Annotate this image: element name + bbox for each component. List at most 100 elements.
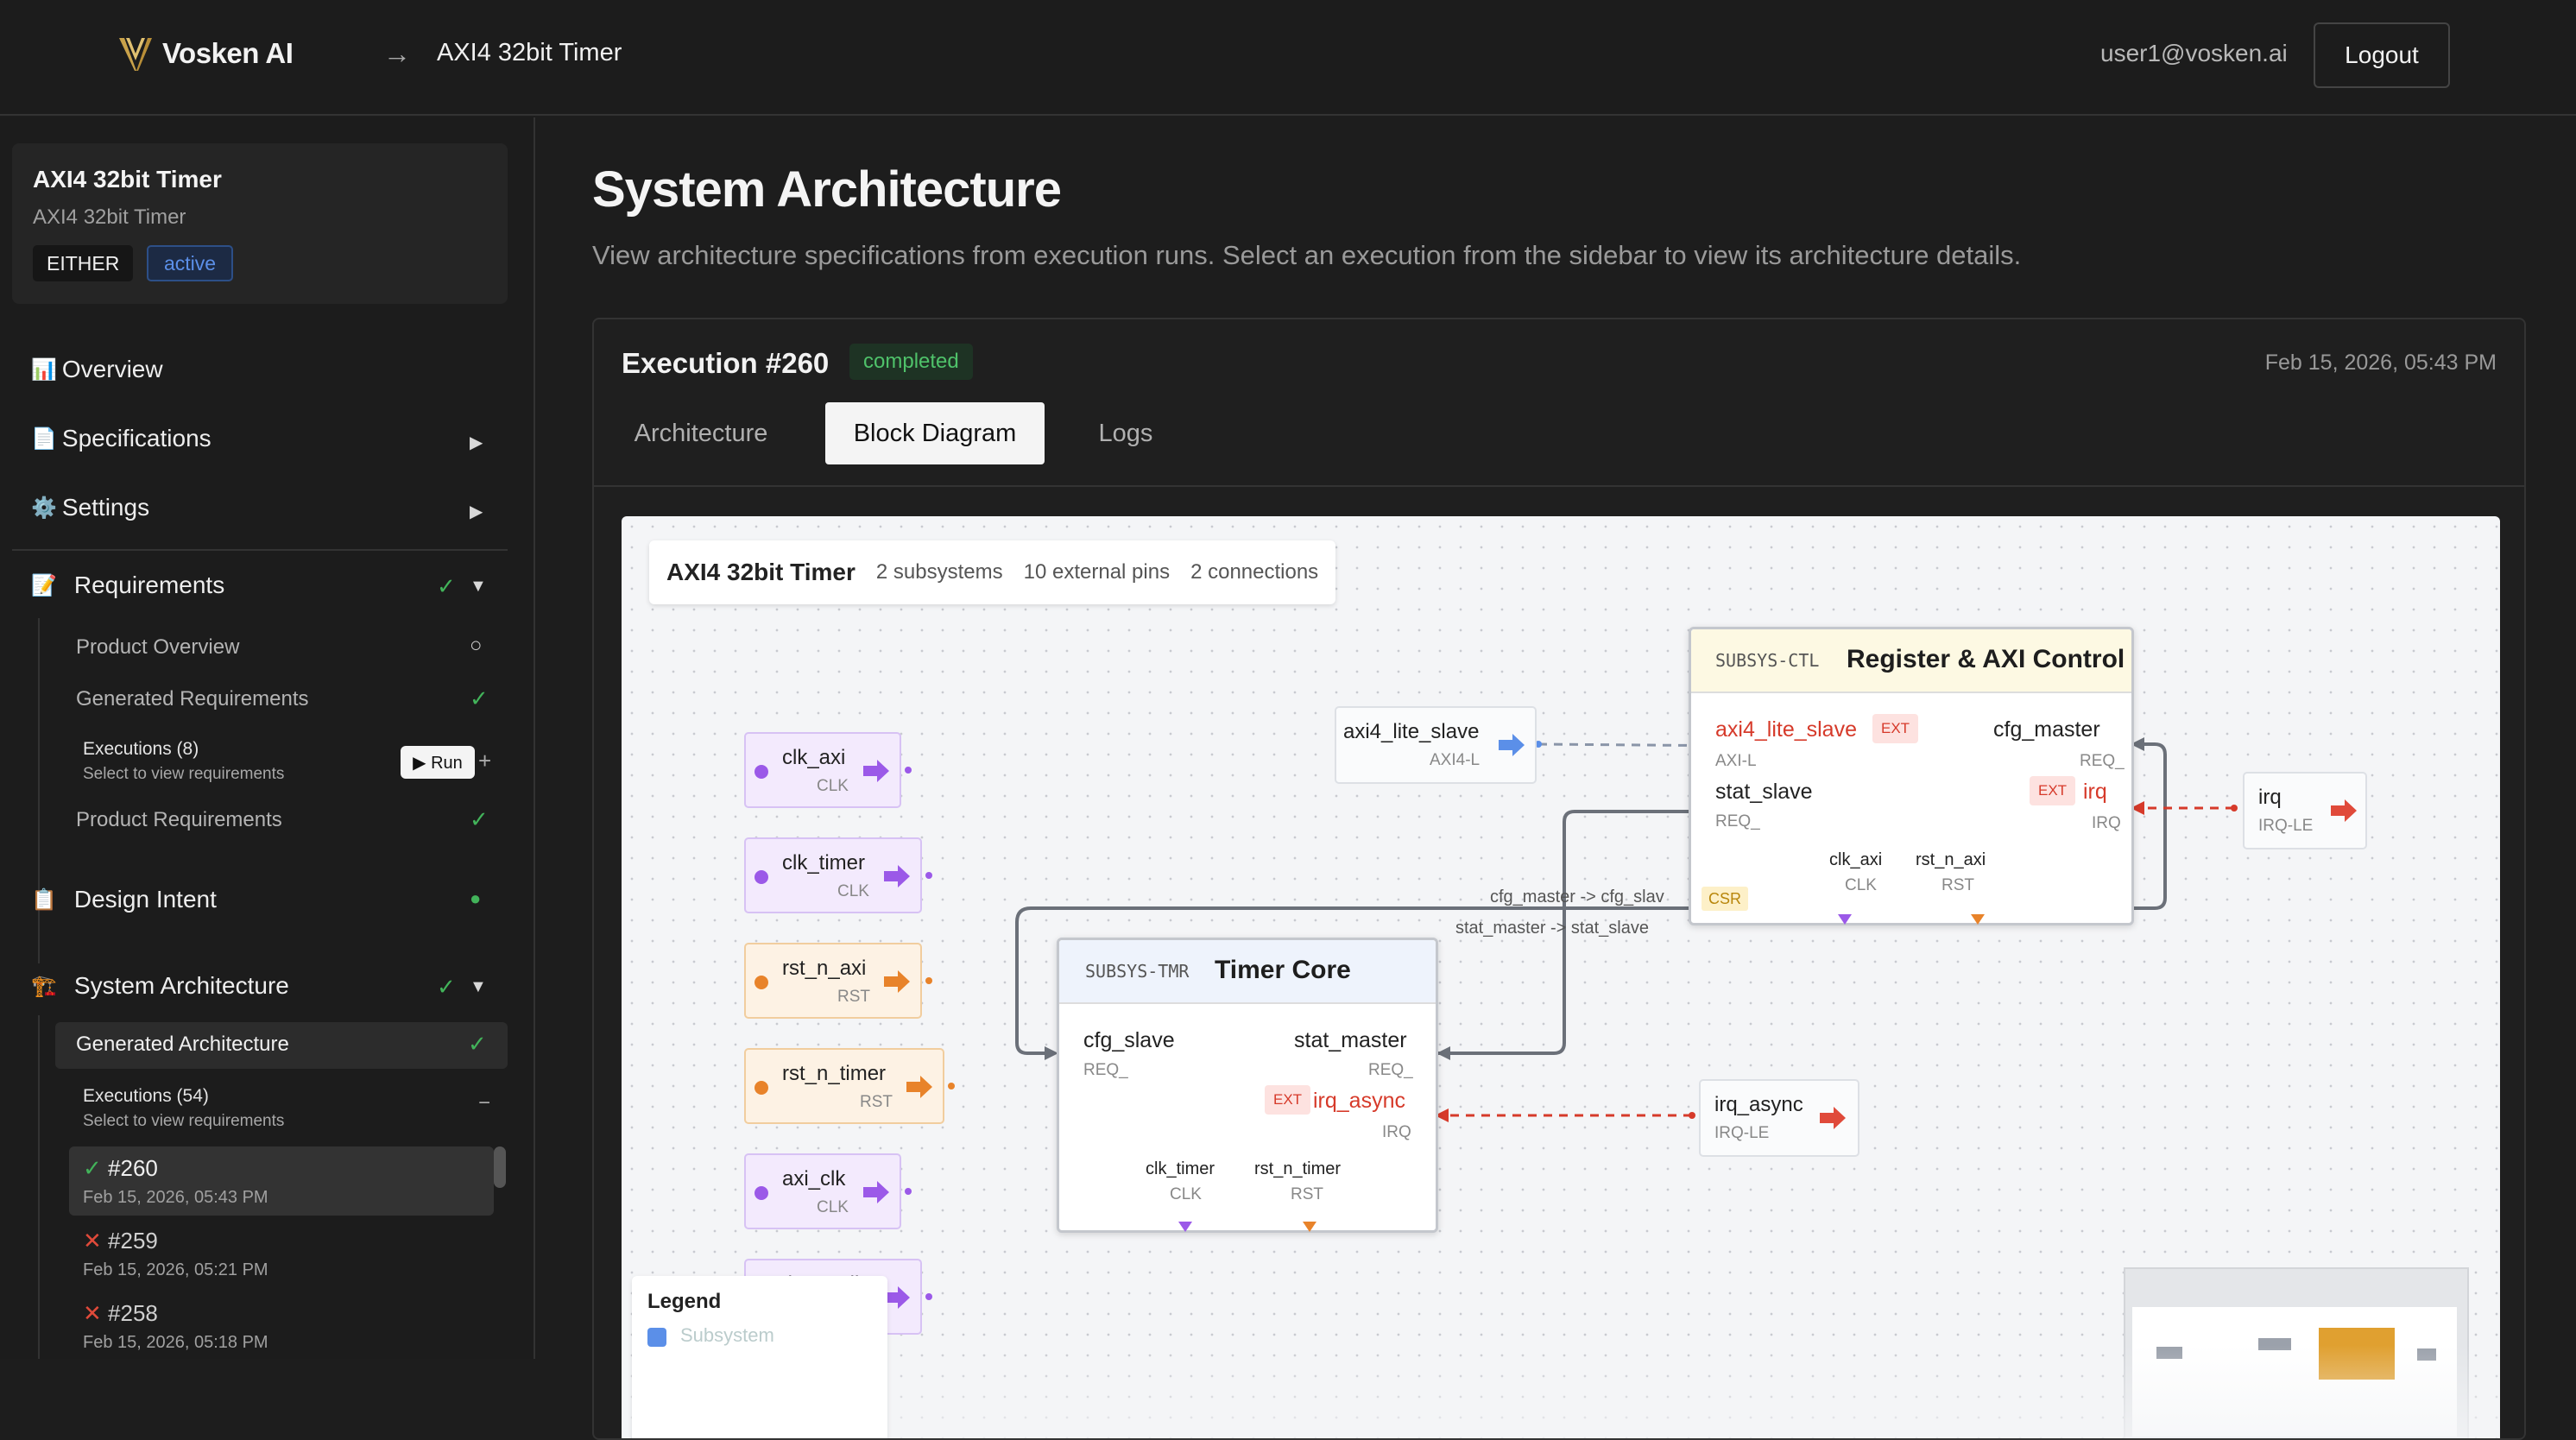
executions-header[interactable]: Executions (54) (83, 1086, 209, 1106)
sidebar-item-label: Settings (61, 494, 150, 521)
collapse-icon[interactable]: − (478, 1091, 491, 1115)
divider (12, 549, 508, 551)
pin-clk-axi[interactable]: clk_axi CLK (744, 732, 901, 808)
connection-label: cfg_master -> cfg_slav (1490, 887, 1664, 906)
pin-type: IRQ-LE (2258, 817, 2314, 835)
project-subtitle: AXI4 32bit Timer (33, 205, 186, 229)
port-irq[interactable]: irq (2083, 780, 2107, 804)
port-stat-master[interactable]: stat_master (1294, 1028, 1407, 1052)
pin-axi4-lite-slave[interactable]: axi4_lite_slave AXI4-L (1335, 706, 1537, 784)
sidebar-subitem-product-overview[interactable]: Product Overview (76, 635, 240, 659)
executions-subtitle: Select to view requirements (83, 1112, 285, 1130)
arrow-right-icon (1499, 734, 1525, 756)
tab-architecture[interactable]: Architecture (634, 419, 768, 447)
chevron-down-icon[interactable]: ▼ (470, 977, 487, 996)
port-rst-n-axi[interactable]: rst_n_axi (1916, 850, 1986, 869)
port-irq-async[interactable]: irq_async (1313, 1089, 1405, 1113)
tab-block-diagram[interactable]: Block Diagram (825, 402, 1045, 464)
breadcrumb-title[interactable]: AXI4 32bit Timer (437, 39, 622, 66)
sidebar-subitem-generated-architecture[interactable]: Generated Architecture ✓ (55, 1022, 508, 1069)
executions-subtitle: Select to view requirements (83, 765, 285, 783)
clock-reset-markers (1838, 914, 1985, 925)
top-bar: Vosken AI → AXI4 32bit Timer user1@voske… (0, 0, 2576, 116)
reset-dot-icon (754, 976, 768, 989)
add-icon[interactable]: + (478, 748, 492, 774)
pin-irq[interactable]: irq IRQ-LE (2243, 772, 2367, 849)
port-axi4-lite-slave[interactable]: axi4_lite_slave (1715, 717, 1857, 742)
pin-name: rst_n_timer (782, 1062, 887, 1085)
breadcrumb-arrow-icon: → (383, 38, 411, 69)
sidebar-item-requirements[interactable]: 📝 Requirements (31, 572, 224, 599)
sidebar-item-label: System Architecture (73, 972, 289, 999)
pin-type: CLK (817, 1198, 849, 1216)
pin-irq-async[interactable]: irq_async IRQ-LE (1699, 1079, 1859, 1157)
port-cfg-master[interactable]: cfg_master (1993, 717, 2100, 742)
execution-timestamp: Feb 15, 2026, 05:43 PM (2264, 351, 2497, 375)
diagram-info-card: AXI4 32bit Timer 2 subsystems 10 externa… (649, 540, 1336, 604)
sidebar-subitem-generated-requirements[interactable]: Generated Requirements (76, 687, 309, 711)
execution-number: #260 (108, 1155, 158, 1181)
brand-logo[interactable]: Vosken AI (117, 35, 294, 73)
project-name: AXI4 32bit Timer (33, 166, 222, 193)
port-clk-timer[interactable]: clk_timer (1146, 1159, 1215, 1178)
port-rst-n-timer[interactable]: rst_n_timer (1254, 1159, 1342, 1178)
pin-name: rst_n_axi (782, 957, 867, 980)
subsystem-count: 2 subsystems (875, 560, 1003, 584)
sidebar-item-design-intent[interactable]: 📋 Design Intent (31, 886, 217, 913)
port-type: REQ_ (2080, 752, 2125, 770)
executions-header[interactable]: Executions (8) (83, 739, 199, 759)
pin-name: axi4_lite_slave (1343, 720, 1480, 743)
pin-type: CLK (837, 882, 869, 900)
subsystem-block-tmr[interactable]: SUBSYS-TMR Timer Core cfg_slave REQ_ sta… (1057, 938, 1438, 1233)
pin-rst-n-axi[interactable]: rst_n_axi RST (744, 943, 922, 1019)
pin-axi-clk[interactable]: axi_clk CLK (744, 1153, 901, 1229)
project-card: AXI4 32bit Timer AXI4 32bit Timer EITHER… (12, 143, 508, 304)
sidebar-item-settings[interactable]: ⚙️ Settings (31, 494, 149, 521)
sidebar-subitem-product-requirements[interactable]: Product Requirements (76, 808, 282, 831)
tab-logs[interactable]: Logs (1098, 419, 1153, 447)
port-type: REQ_ (1083, 1061, 1128, 1079)
clipboard-icon: 📋 (31, 887, 57, 912)
page-description: View architecture specifications from ex… (592, 240, 2022, 270)
pin-type: AXI4-L (1430, 751, 1481, 769)
chevron-down-icon[interactable]: ▼ (470, 577, 487, 596)
subsystem-block-ctl[interactable]: SUBSYS-CTL Register & AXI Control axi4_l… (1689, 627, 2134, 925)
port-cfg-slave[interactable]: cfg_slave (1083, 1028, 1175, 1052)
chevron-right-icon[interactable]: ▶ (470, 502, 483, 521)
sidebar-item-label: Generated Architecture (76, 1033, 289, 1056)
port-clk-axi[interactable]: clk_axi (1829, 850, 1883, 869)
sidebar-item-overview[interactable]: 📊 Overview (31, 356, 163, 383)
clock-dot-icon (754, 870, 768, 884)
legend: Legend Subsystem (632, 1276, 887, 1438)
scrollbar-thumb[interactable] (494, 1146, 506, 1188)
tree-line (38, 618, 40, 963)
divider (594, 485, 2524, 487)
pin-rst-n-timer[interactable]: rst_n_timer RST (744, 1048, 944, 1124)
execution-id: ✕ #258 (83, 1300, 158, 1327)
pin-clk-timer[interactable]: clk_timer CLK (744, 837, 922, 913)
port-type: REQ_ (1368, 1061, 1413, 1079)
status-badge: active (147, 245, 234, 281)
logout-button[interactable]: Logout (2314, 22, 2450, 88)
clock-dot-icon (754, 1186, 768, 1200)
ext-badge: EXT (2030, 776, 2076, 805)
port-stat-slave[interactable]: stat_slave (1715, 780, 1813, 804)
pin-name: irq_async (1714, 1093, 1803, 1116)
pin-name: clk_timer (782, 851, 866, 875)
csr-badge: CSR (1702, 887, 1749, 911)
execution-id: ✓ #260 (83, 1155, 158, 1182)
block-diagram-canvas[interactable]: AXI4 32bit Timer 2 subsystems 10 externa… (622, 516, 2500, 1438)
sidebar-item-system-architecture[interactable]: 🏗️ System Architecture (31, 972, 289, 1000)
block-tag: SUBSYS-CTL (1715, 650, 1820, 671)
connection-label: stat_master -> stat_slave (1455, 919, 1649, 938)
execution-date: Feb 15, 2026, 05:18 PM (83, 1333, 268, 1352)
chevron-right-icon[interactable]: ▶ (470, 433, 483, 452)
execution-item-260[interactable]: ✓ #260 Feb 15, 2026, 05:43 PM (69, 1146, 494, 1216)
subsystem-swatch-icon (647, 1328, 666, 1347)
execution-item-259[interactable]: ✕ #259 Feb 15, 2026, 05:21 PM (69, 1219, 494, 1288)
pin-name: axi_clk (782, 1167, 846, 1191)
run-button[interactable]: ▶ Run (401, 746, 475, 779)
sidebar-item-specifications[interactable]: 📄 Specifications (31, 425, 212, 452)
execution-item-258[interactable]: ✕ #258 Feb 15, 2026, 05:18 PM (69, 1292, 494, 1359)
check-icon: ✓ (470, 685, 489, 711)
